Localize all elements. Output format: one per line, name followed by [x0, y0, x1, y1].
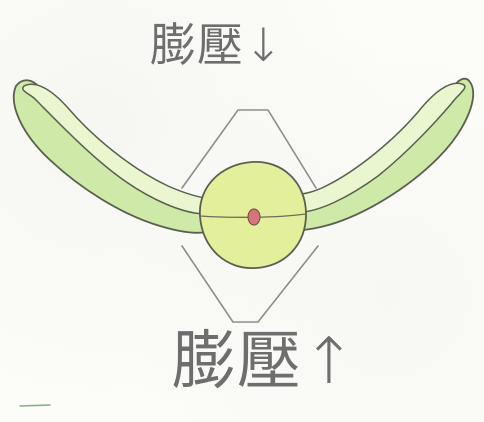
diamond-outline: [181, 109, 319, 323]
turgor-decrease-label: 膨壓↓: [150, 18, 284, 72]
stoma-pore: [247, 208, 261, 226]
turgor-increase-label: 膨壓↑: [172, 325, 357, 399]
stray-mark: [19, 404, 51, 407]
